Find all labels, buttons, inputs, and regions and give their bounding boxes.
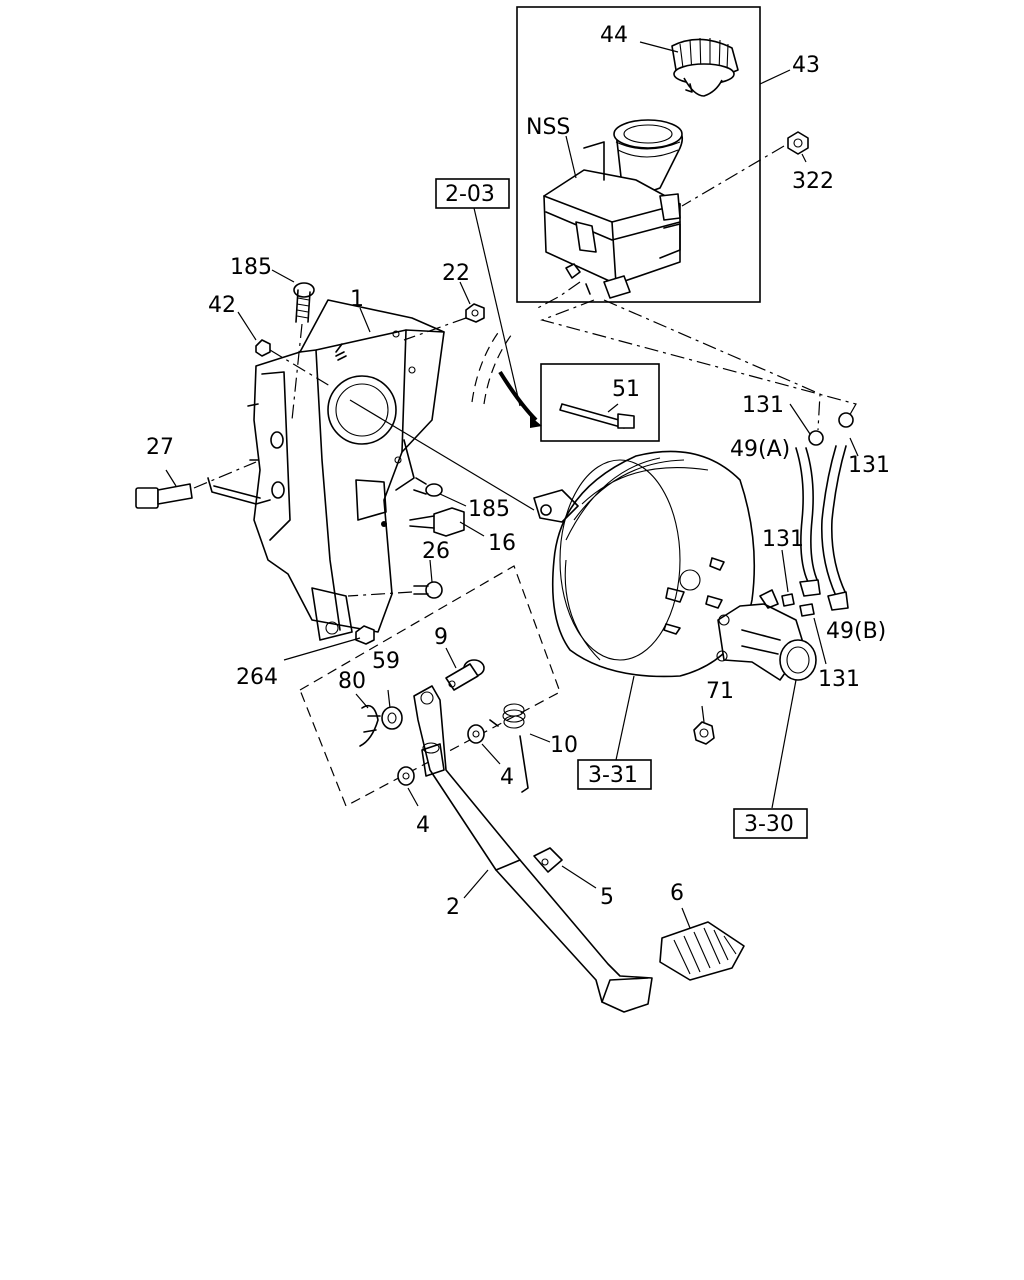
label-1: 1 <box>350 287 364 312</box>
label-2: 2 <box>446 895 460 920</box>
reservoir-assembly-frame <box>516 6 761 303</box>
label-10: 10 <box>550 733 578 758</box>
label-80: 80 <box>338 669 366 694</box>
nut-322[interactable] <box>787 131 809 155</box>
label-131-c: 131 <box>762 527 804 552</box>
clip-80[interactable] <box>359 704 381 747</box>
label-42: 42 <box>208 293 236 318</box>
washer-59[interactable] <box>381 706 403 730</box>
label-131-b: 131 <box>848 453 890 478</box>
label-71: 71 <box>706 679 734 704</box>
label-185-top: 185 <box>230 255 272 280</box>
label-27: 27 <box>146 435 174 460</box>
label-49b: 49(B) <box>826 619 886 644</box>
leader-lines <box>165 41 859 929</box>
clamp-131b[interactable] <box>838 412 854 428</box>
label-22: 22 <box>442 261 470 286</box>
label-322: 322 <box>792 169 834 194</box>
nut-42[interactable] <box>255 339 271 357</box>
hose-49b[interactable] <box>820 445 849 611</box>
stop-light-switch[interactable] <box>381 507 465 537</box>
label-5: 5 <box>600 885 614 910</box>
brake-booster[interactable] <box>533 450 756 678</box>
hose-49a[interactable] <box>795 447 821 597</box>
label-2-03[interactable]: 2-03 <box>445 182 495 207</box>
reservoir-cap[interactable] <box>671 37 739 97</box>
part-labels: 44 43 NSS 322 2-03 185 22 42 1 51 131 49… <box>146 23 890 920</box>
return-spring-10[interactable] <box>489 703 529 793</box>
label-49a: 49(A) <box>730 437 790 462</box>
label-4-lower: 4 <box>416 813 430 838</box>
bushing-4-lower[interactable] <box>397 766 415 786</box>
pedal-bracket[interactable] <box>207 299 445 641</box>
label-26: 26 <box>422 539 450 564</box>
nut-264[interactable] <box>355 625 375 645</box>
label-6: 6 <box>670 881 684 906</box>
cable-tie-51[interactable] <box>559 403 635 429</box>
label-131-d: 131 <box>818 667 860 692</box>
bolt-185-mid[interactable] <box>413 477 443 497</box>
label-16: 16 <box>488 531 516 556</box>
nut-22[interactable] <box>465 303 485 323</box>
bolt-26[interactable] <box>413 581 443 599</box>
clamp-131a[interactable] <box>808 430 824 446</box>
label-59: 59 <box>372 649 400 674</box>
label-43: 43 <box>792 53 820 78</box>
label-4-upper: 4 <box>500 765 514 790</box>
pedal-pin-9[interactable] <box>445 659 485 691</box>
reservoir-tank[interactable] <box>543 119 684 299</box>
hose-2-03 <box>471 329 513 405</box>
label-51: 51 <box>612 377 640 402</box>
bolt-185-top[interactable] <box>293 282 315 323</box>
label-185-mid: 185 <box>468 497 510 522</box>
nut-71[interactable] <box>693 721 715 745</box>
label-264: 264 <box>236 665 278 690</box>
clamp-131d[interactable] <box>799 603 815 617</box>
bushing-4-upper[interactable] <box>467 724 485 744</box>
cable-tie-box <box>540 363 660 442</box>
label-9: 9 <box>434 625 448 650</box>
clamp-131c[interactable] <box>781 593 795 607</box>
pin-27[interactable] <box>135 483 193 509</box>
label-3-30[interactable]: 3-30 <box>744 812 794 837</box>
label-nss: NSS <box>526 115 570 140</box>
label-3-31[interactable]: 3-31 <box>588 763 638 788</box>
label-44: 44 <box>600 23 628 48</box>
label-131-a: 131 <box>742 393 784 418</box>
stopper-5[interactable] <box>533 847 563 873</box>
brake-pedal-arm[interactable] <box>413 685 653 1013</box>
master-cylinder[interactable] <box>716 589 817 681</box>
pedal-pad-6[interactable] <box>659 921 745 981</box>
pedal-group-frame <box>299 565 561 807</box>
